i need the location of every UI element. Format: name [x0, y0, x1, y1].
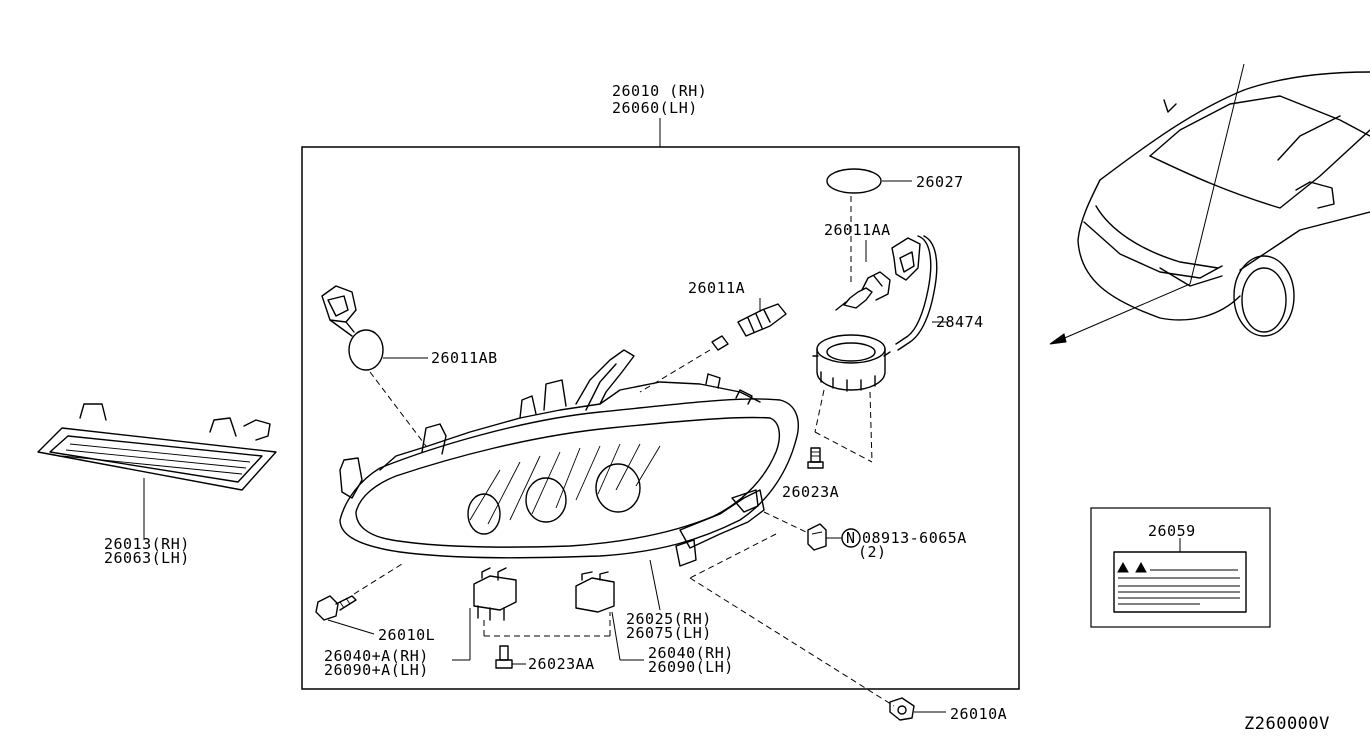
label-assembly-rh: 26010 (RH): [612, 82, 707, 100]
label-housing-lh: 26075(LH): [626, 624, 712, 642]
label-assembly-lh: 26060(LH): [612, 99, 698, 117]
screw-26023a: [807, 447, 824, 469]
clip-nut: [807, 523, 827, 551]
side-marker-lamp: [37, 403, 277, 491]
label-socket-a-lh: 26090+A(LH): [324, 661, 429, 679]
socket-26040a: [473, 567, 517, 621]
caution-label-frame: [1090, 507, 1271, 628]
bolt-26010l: [315, 595, 357, 621]
n-mark-circle: [841, 528, 861, 548]
label-socket-lh: 26090(LH): [648, 658, 734, 676]
label-screw-a: 26023A: [782, 483, 839, 501]
car-front-view: [1049, 63, 1370, 345]
diagram-code: Z260000V: [1244, 714, 1330, 734]
label-clip-qty: (2): [858, 543, 887, 561]
label-clip-mark: N: [846, 529, 856, 547]
label-bolt-l: 26010L: [378, 626, 435, 644]
turn-signal-bulb: [321, 285, 384, 371]
screw-26023aa: [495, 645, 513, 669]
caution-label: [1113, 551, 1247, 613]
label-seal: 26027: [916, 173, 964, 191]
bulb-socket-ring: [812, 334, 891, 392]
label-side-lamp-lh: 26063(LH): [104, 549, 190, 567]
headlamp-housing: [339, 349, 799, 567]
hid-bulb: [835, 271, 891, 311]
label-bulb-ab: 26011AB: [431, 349, 498, 367]
label-clip-part: 08913-6065A: [862, 529, 967, 547]
warning-triangle-icon: [1135, 561, 1147, 573]
label-bulb-a: 26011A: [688, 279, 745, 297]
ballast-harness: [891, 235, 938, 351]
label-socket-a-rh: 26040+A(RH): [324, 647, 429, 665]
seal-ring: [826, 168, 882, 194]
socket-26040: [575, 571, 615, 613]
assembly-frame: [301, 146, 1020, 690]
label-bulb-aa: 26011AA: [824, 221, 891, 239]
bolt-26010a: [889, 697, 915, 721]
label-side-lamp-rh: 26013(RH): [104, 535, 190, 553]
label-screw-aa: 26023AA: [528, 655, 595, 673]
label-housing-rh: 26025(RH): [626, 610, 712, 628]
label-bolt-a: 26010A: [950, 705, 1007, 723]
warning-triangle-icon: [1117, 561, 1129, 573]
side-bulb: [711, 303, 787, 351]
label-harness: 28474: [936, 313, 984, 331]
label-socket-rh: 26040(RH): [648, 644, 734, 662]
label-caution: 26059: [1148, 522, 1196, 540]
